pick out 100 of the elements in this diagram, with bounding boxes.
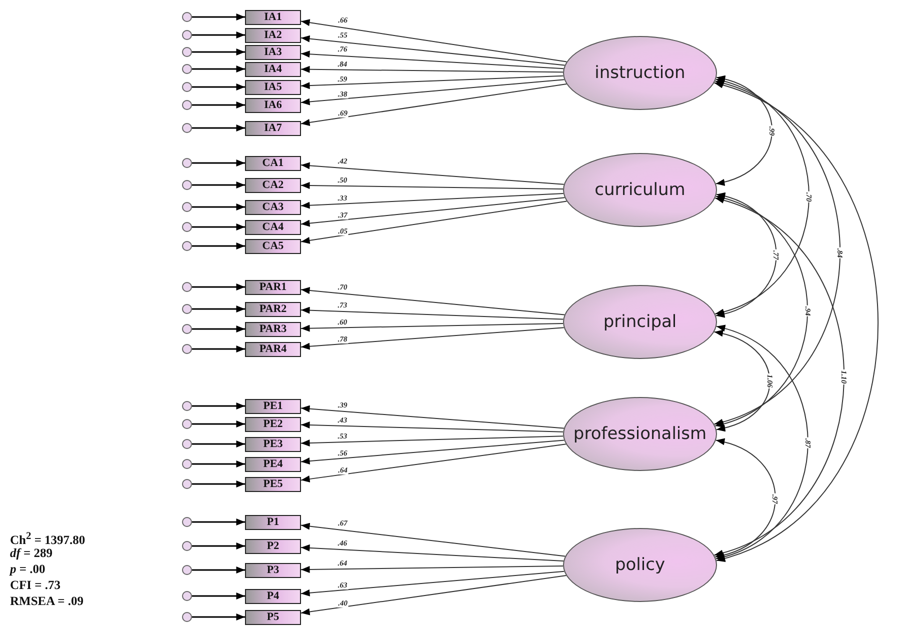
double-headed-arrow <box>714 78 810 315</box>
node-label: IA7 <box>264 122 282 134</box>
arrow <box>192 102 245 108</box>
arrow <box>300 19 568 62</box>
arrow <box>192 14 245 20</box>
node-label: CA5 <box>262 240 284 252</box>
indicator-box <box>245 238 301 254</box>
arrow <box>300 544 564 562</box>
arrow <box>192 242 245 250</box>
error-term-circle <box>182 64 192 74</box>
indicator-box <box>245 98 301 112</box>
node-label: PAR4 <box>259 343 287 355</box>
error-term-circle <box>182 479 192 489</box>
fit-statistic: CFI = .73 <box>10 578 61 592</box>
error-term-circle <box>182 30 192 40</box>
arrow <box>192 440 245 448</box>
node-label: P4 <box>266 590 280 602</box>
node-label: IA4 <box>264 63 282 75</box>
double-headed-arrow <box>714 330 770 431</box>
double-headed-arrow <box>715 193 777 317</box>
arrow <box>300 522 566 557</box>
arrow <box>192 346 245 352</box>
indicator-box <box>245 322 301 336</box>
arrow <box>192 160 245 166</box>
error-term-circle <box>182 304 192 314</box>
arrow <box>192 518 245 526</box>
indicator-box <box>245 178 301 192</box>
indicator-box <box>245 44 301 60</box>
node-label: P1 <box>266 516 280 528</box>
indicator-box <box>245 342 301 356</box>
fit-statistic: df = 289 <box>10 546 53 560</box>
fit-statistic: Ch$^{2}$ = 1397.80 <box>10 530 86 548</box>
arrow <box>192 566 245 574</box>
error-term-circle <box>182 565 192 575</box>
indicator-box <box>245 62 301 76</box>
arrow <box>300 75 564 90</box>
indicator-box <box>245 280 301 294</box>
arrow <box>300 200 568 244</box>
node-label: instruction <box>594 63 686 83</box>
arrow <box>192 284 245 290</box>
arrow <box>300 405 564 429</box>
arrow <box>192 48 245 56</box>
arrow <box>300 422 564 432</box>
error-term-circle <box>182 158 192 168</box>
node-label: IA5 <box>264 81 282 93</box>
indicator-box <box>245 456 301 472</box>
error-term-circle <box>182 47 192 57</box>
indicator-box <box>245 476 301 492</box>
double-headed-arrow <box>715 326 808 560</box>
indicator-box <box>245 220 301 234</box>
error-term-circle <box>182 12 192 22</box>
arrow <box>192 480 245 488</box>
error-term-circle <box>182 180 192 190</box>
arrow <box>300 440 565 464</box>
indicator-box <box>245 200 301 214</box>
arrow <box>300 66 564 73</box>
arrow <box>300 306 564 320</box>
arrow <box>300 79 565 106</box>
node-label: P5 <box>266 611 280 623</box>
indicator-box <box>245 416 301 432</box>
indicator-box <box>245 302 301 316</box>
arrow <box>300 574 567 616</box>
arrow <box>192 420 245 428</box>
indicator-box <box>245 120 301 136</box>
arrow <box>192 326 245 332</box>
error-term-circle <box>182 202 192 212</box>
indicator-box <box>245 562 301 578</box>
arrow <box>300 182 564 190</box>
arrow <box>300 197 566 227</box>
node-label: PAR2 <box>259 303 287 315</box>
double-headed-arrow <box>714 82 879 562</box>
indicator-box <box>245 538 301 554</box>
error-term-circle <box>182 612 192 622</box>
node-label: CA4 <box>262 221 284 233</box>
node-label: IA2 <box>264 29 282 41</box>
error-term-circle <box>182 282 192 292</box>
node-label: P3 <box>266 564 280 576</box>
arrow <box>300 444 566 482</box>
arrow <box>300 50 564 70</box>
double-headed-arrow <box>714 80 841 425</box>
arrow <box>192 614 245 620</box>
node-label: PAR3 <box>259 323 287 335</box>
indicator-box <box>245 28 301 42</box>
error-term-circle <box>182 419 192 429</box>
node-label: PE1 <box>263 400 283 412</box>
error-term-circle <box>182 123 192 133</box>
arrow <box>300 570 565 596</box>
arrow <box>192 306 245 312</box>
node-label: policy <box>614 555 666 575</box>
arrow <box>300 84 567 126</box>
error-term-circle <box>182 517 192 527</box>
node-label: CA3 <box>262 201 284 213</box>
arrow <box>192 84 245 90</box>
node-label: PAR1 <box>259 281 287 293</box>
arrow <box>300 162 564 185</box>
node-label: P2 <box>266 540 280 552</box>
node-label: IA3 <box>264 46 282 58</box>
node-label: PE5 <box>263 478 283 490</box>
arrow <box>192 66 245 72</box>
error-term-circle <box>182 222 192 232</box>
